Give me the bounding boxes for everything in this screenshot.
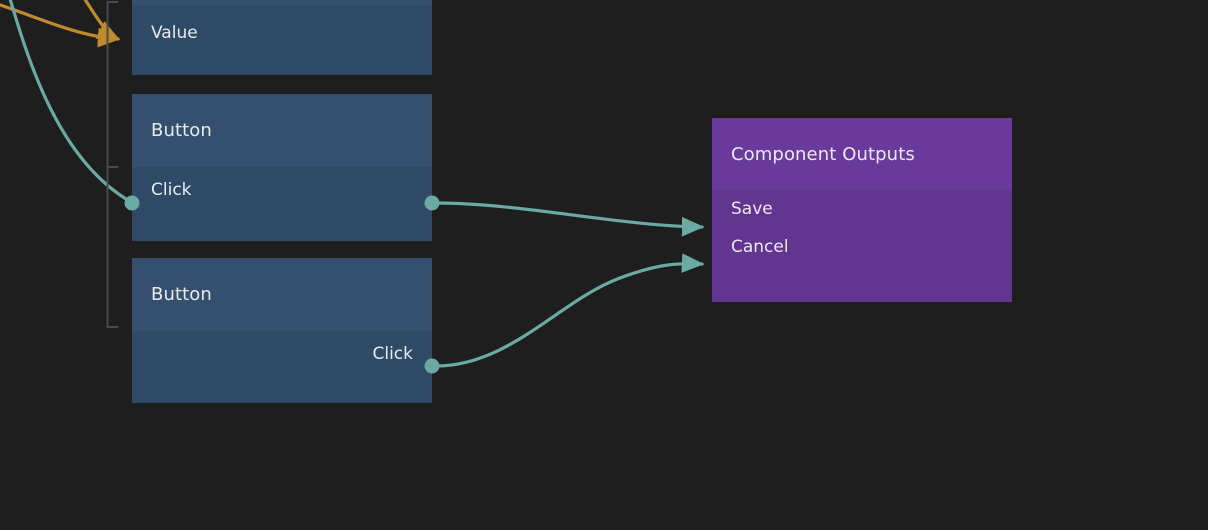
edge-click1-to-save [434, 201, 705, 237]
port-row-button-2-click[interactable]: Click [132, 331, 432, 377]
node-button-2-header[interactable]: Button [132, 258, 432, 331]
edge-teal-incoming-click [8, 0, 133, 204]
port-label-save: Save [731, 198, 773, 219]
edge-click2-to-cancel [434, 253, 705, 368]
port-label-click-out: Click [372, 344, 413, 364]
port-row-value-in[interactable]: Value [132, 5, 432, 61]
node-button-1-body: Click [132, 167, 432, 241]
edge-orange-b [83, 0, 121, 41]
node-button-1-title: Button [151, 120, 212, 141]
port-label-value: Value [151, 23, 198, 43]
node-component-outputs-body: Save Cancel [712, 190, 1012, 302]
port-dot-button-1-click-in[interactable] [124, 195, 140, 211]
node-value[interactable]: Value [132, 0, 432, 75]
node-button-2[interactable]: Button Click [132, 258, 432, 403]
component-group-bracket [106, 1, 118, 328]
node-component-outputs-header[interactable]: Component Outputs [712, 118, 1012, 190]
node-component-outputs-title: Component Outputs [731, 143, 915, 165]
node-button-2-title: Button [151, 284, 212, 305]
edge-orange-a [0, 3, 121, 48]
port-row-cancel[interactable]: Cancel [712, 227, 1012, 267]
node-button-2-body: Click [132, 331, 432, 403]
node-button-1[interactable]: Button Click [132, 94, 432, 241]
port-label-click-in: Click [151, 180, 192, 200]
port-dot-button-1-click-out[interactable] [424, 195, 440, 211]
port-row-button-1-click[interactable]: Click [132, 167, 432, 213]
node-button-1-header[interactable]: Button [132, 94, 432, 167]
node-value-header[interactable] [132, 0, 432, 5]
port-row-save[interactable]: Save [712, 190, 1012, 227]
node-value-body: Value [132, 5, 432, 75]
node-component-outputs[interactable]: Component Outputs Save Cancel [712, 118, 1012, 302]
port-label-cancel: Cancel [731, 237, 789, 257]
port-dot-button-2-click-out[interactable] [424, 358, 440, 374]
